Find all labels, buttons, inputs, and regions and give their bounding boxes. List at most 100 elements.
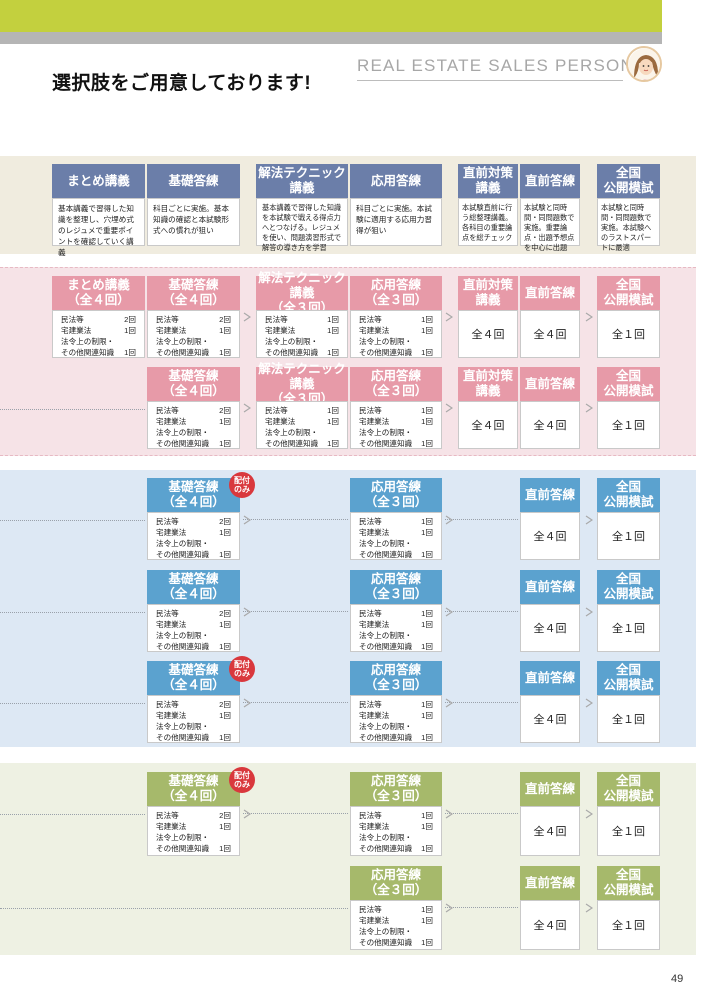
overview-kaiho-label: 解法テクニック 講義: [256, 164, 348, 198]
pink1-moshi-count: 全１回: [597, 310, 660, 358]
arrow-right-icon: [445, 698, 453, 708]
pink1-chokuzen-kogi-label: 直前対策 講義: [458, 276, 518, 310]
connector-line: [0, 612, 145, 613]
distribution-only-badge: 配付 のみ: [229, 472, 255, 498]
connector-line: [243, 702, 348, 703]
green1-oyo-label: 応用答練 （全３回）: [350, 772, 442, 806]
pink1-chokuzen-kogi-count: 全４回: [458, 310, 518, 358]
pink2-kaiho-label: 解法テクニック講義 （全３回）: [256, 362, 348, 406]
blue2-chokuzen-toren-label: 直前答練: [520, 570, 580, 604]
green1-moshi-count: 全１回: [597, 806, 660, 856]
arrow-right-icon: [585, 698, 593, 708]
blue2-moshi-count: 全１回: [597, 604, 660, 652]
connector-line: [243, 519, 348, 520]
overview-kiso-desc: 科目ごとに実施。基本知識の確認と本試験形式への慣れが狙い: [147, 198, 240, 246]
header-gray-bar: [0, 32, 662, 44]
arrow-right-icon: [445, 403, 453, 413]
page-number: 49: [671, 973, 684, 985]
arrow-right-icon: [243, 312, 251, 322]
arrow-right-icon: [585, 312, 593, 322]
green2-moshi-label: 全国 公開模試: [597, 866, 660, 900]
blue3-chokuzen-toren-count: 全４回: [520, 695, 580, 743]
pink1-kaiho-label: 解法テクニック講義 （全３回）: [256, 271, 348, 315]
connector-line: [0, 703, 145, 704]
arrow-right-icon: [585, 403, 593, 413]
blue3-kiso-label: 基礎答練 （全４回）: [147, 661, 240, 695]
connector-line: [243, 813, 348, 814]
connector-line: [445, 702, 518, 703]
distribution-only-badge: 配付 のみ: [229, 767, 255, 793]
pink2-chokuzen-kogi-count: 全４回: [458, 401, 518, 449]
pink1-chokuzen-toren-label: 直前答練: [520, 276, 580, 310]
overview-kaiho-desc: 基本講義で習得した知識を本試験で戦える得点力へとつなげる。レジュメを使い、問題演…: [256, 198, 348, 252]
pink1-oyo-label: 応用答練 （全３回）: [350, 276, 442, 310]
green1-kiso-label: 基礎答練 （全４回）: [147, 772, 240, 806]
green2-oyo-label: 応用答練 （全３回）: [350, 866, 442, 900]
arrow-right-icon: [585, 903, 593, 913]
pink1-moshi-label: 全国 公開模試: [597, 276, 660, 310]
connector-line: [445, 519, 518, 520]
pink2-oyo-label: 応用答練 （全３回）: [350, 367, 442, 401]
green2-chokuzen-toren-label: 直前答練: [520, 866, 580, 900]
blue2-moshi-label: 全国 公開模試: [597, 570, 660, 604]
overview-oyo-label: 応用答練: [350, 164, 442, 198]
green2-chokuzen-toren-count: 全４回: [520, 900, 580, 950]
header-green-bar: [0, 0, 662, 32]
arrow-right-icon: [585, 809, 593, 819]
blue1-kiso-label: 基礎答練 （全４回）: [147, 478, 240, 512]
overview-oyo-desc: 科目ごとに実施。本試験に適用する応用力習得が狙い: [350, 198, 442, 246]
blue3-moshi-label: 全国 公開模試: [597, 661, 660, 695]
blue1-chokuzen-toren-count: 全４回: [520, 512, 580, 560]
overview-moshi-label: 全国 公開模試: [597, 164, 660, 198]
blue3-oyo-label: 応用答練 （全３回）: [350, 661, 442, 695]
woman-avatar-icon: [626, 46, 662, 82]
pink2-chokuzen-toren-count: 全４回: [520, 401, 580, 449]
connector-line: [445, 813, 518, 814]
green2-moshi-count: 全１回: [597, 900, 660, 950]
pink2-moshi-count: 全１回: [597, 401, 660, 449]
blue1-moshi-count: 全１回: [597, 512, 660, 560]
overview-chokuzen-toren-desc: 本試験と同時間・同問題数で実施。重要論点・出題予想点を中心に出題: [520, 198, 580, 252]
blue2-oyo-label: 応用答練 （全３回）: [350, 570, 442, 604]
pink2-moshi-label: 全国 公開模試: [597, 367, 660, 401]
overview-chokuzen-kogi-label: 直前対策 講義: [458, 164, 518, 198]
blue1-oyo-label: 応用答練 （全３回）: [350, 478, 442, 512]
arrow-right-icon: [243, 698, 251, 708]
blue2-kiso-label: 基礎答練 （全４回）: [147, 570, 240, 604]
arrow-right-icon: [445, 312, 453, 322]
overview-moshi-desc: 本試験と同時間・同問題数で実施。本試験へのラストスパートに最適: [597, 198, 660, 252]
pink2-chokuzen-kogi-label: 直前対策 講義: [458, 367, 518, 401]
connector-line: [445, 907, 518, 908]
overview-chokuzen-kogi-desc: 本試験直前に行う総整理講義。各科目の重要論点を総チェック: [458, 198, 518, 246]
arrow-right-icon: [445, 515, 453, 525]
pink2-kiso-label: 基礎答練 （全４回）: [147, 367, 240, 401]
header-english-title: REAL ESTATE SALES PERSON: [357, 56, 634, 75]
connector-line: [445, 611, 518, 612]
overview-matome-label: まとめ講義: [52, 164, 145, 198]
arrow-right-icon: [585, 607, 593, 617]
arrow-right-icon: [243, 403, 251, 413]
connector-line: [0, 409, 145, 410]
arrow-right-icon: [243, 607, 251, 617]
pink1-chokuzen-toren-count: 全４回: [520, 310, 580, 358]
connector-line: [0, 908, 348, 909]
blue3-moshi-count: 全１回: [597, 695, 660, 743]
blue1-chokuzen-toren-label: 直前答練: [520, 478, 580, 512]
arrow-right-icon: [243, 809, 251, 819]
arrow-right-icon: [445, 809, 453, 819]
